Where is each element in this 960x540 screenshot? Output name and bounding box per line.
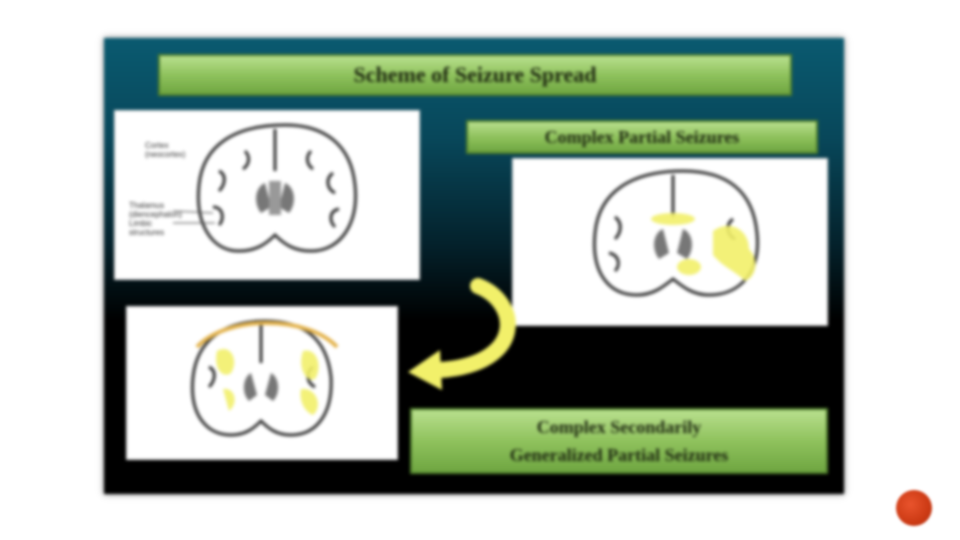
- slide-title: Scheme of Seizure Spread: [353, 62, 597, 87]
- label-diencephalon: (diencephalon): [129, 210, 182, 219]
- partial-seizure-brain-diagram: [592, 169, 760, 297]
- slide-title-banner: Scheme of Seizure Spread: [158, 54, 792, 96]
- complex-partial-label: Complex Partial Seizures: [544, 126, 740, 147]
- partial-seizure-panel: [512, 158, 828, 326]
- label-limbic: Limbic: [129, 219, 153, 228]
- label-cortex: Cortex: [145, 141, 169, 150]
- label-structures: structures: [129, 228, 165, 237]
- complex-partial-banner: Complex Partial Seizures: [466, 120, 818, 154]
- label-neocortex: (neocortex): [145, 150, 186, 159]
- secondarily-generalized-line2: Generalized Partial Seizures: [509, 445, 729, 465]
- secondarily-generalized-banner: Complex Secondarily Generalized Partial …: [410, 408, 828, 474]
- circle-nav-icon[interactable]: [896, 490, 932, 526]
- label-thalamus: Thalamus: [129, 201, 165, 210]
- slide-panel: Scheme of Seizure Spread: [104, 38, 844, 494]
- normal-brain-diagram: [172, 123, 358, 253]
- normal-brain-panel: Cortex (neocortex) Thalamus (diencephalo…: [114, 110, 420, 280]
- generalized-seizure-panel: [126, 306, 398, 460]
- curved-arrow-icon: [408, 278, 516, 390]
- secondarily-generalized-line1: Complex Secondarily: [536, 417, 702, 437]
- generalized-seizure-brain-diagram: [190, 319, 339, 437]
